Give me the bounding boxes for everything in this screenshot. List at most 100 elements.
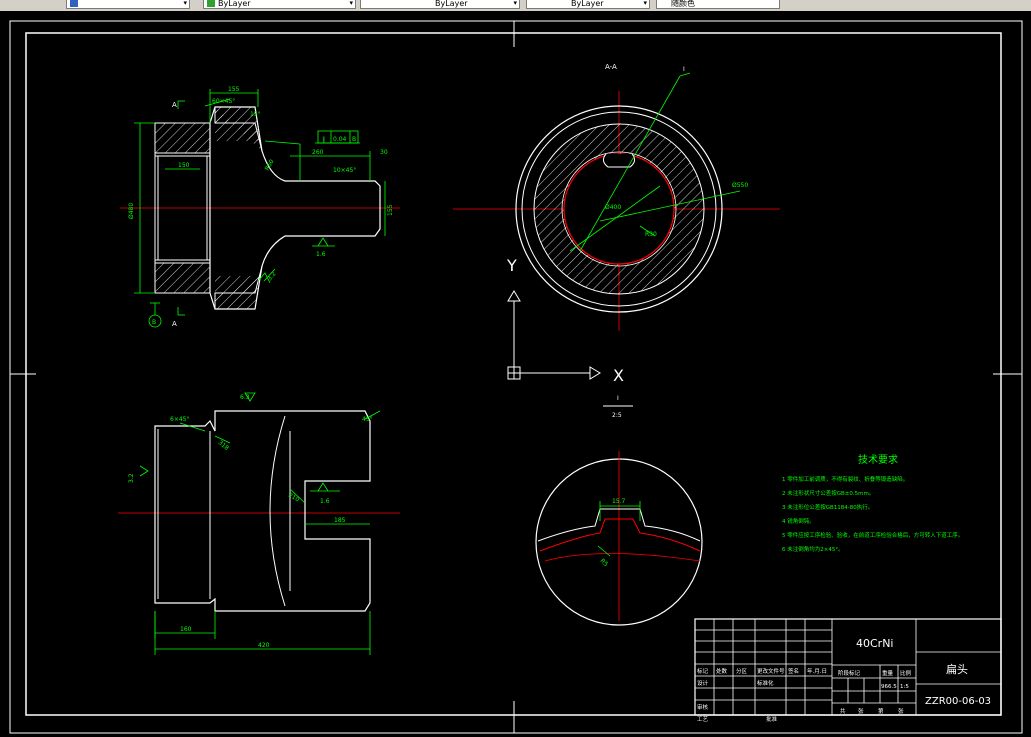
dim-label: 60×45° [212, 98, 235, 105]
ucs-icon [507, 290, 601, 380]
dim-label: Ø480 [128, 203, 135, 219]
section-view-label: A-A [605, 63, 617, 71]
chevron-down-icon: ▾ [643, 0, 647, 7]
dim-label: 260 [312, 149, 324, 156]
tb-label: 比例 [900, 669, 912, 677]
section-view-main: 155 60×45° 15° Ø480 150 260 30 10×45° 15… [120, 86, 400, 328]
linetype-dropdown[interactable]: ByLayer ▾ [203, 0, 356, 9]
linetype-value: ByLayer [218, 0, 251, 8]
dim-label: 30 [380, 149, 388, 156]
tb-label: 签名 [788, 667, 799, 675]
tb-label: 张 [898, 707, 904, 715]
tb-label: 审核 [697, 703, 709, 711]
dim-label: 45° [362, 416, 373, 423]
tb-label: 设计 [697, 679, 709, 687]
dim-label: 6×45° [170, 416, 189, 423]
tb-label: 共 [840, 707, 846, 715]
chevron-down-icon: ▾ [349, 0, 353, 7]
hatch-region [154, 122, 211, 154]
tb-label: 处数 [716, 667, 728, 675]
dim-label: 185 [334, 517, 346, 524]
section-mark: A [172, 101, 177, 109]
tech-req-item: 3 未注形位公差按GB1184-80执行。 [782, 503, 873, 511]
dim-label: Ø400 [605, 204, 621, 211]
title-block [694, 618, 1002, 716]
section-view-aa: A-A I Ø400 Ø550 R30 [453, 63, 780, 385]
detail-callout: I [683, 66, 685, 73]
tb-label: 工艺 [697, 716, 709, 723]
linetype-icon [207, 0, 215, 7]
tech-req-item: 4 锐角倒钝。 [782, 517, 815, 525]
tb-label: 批准 [766, 715, 778, 723]
part-name: 扁头 [946, 663, 968, 676]
roughness-label: 3.2 [266, 270, 278, 282]
ucs-y-label: Y [506, 256, 517, 275]
detail-scale: 2:5 [612, 412, 622, 419]
color-dropdown[interactable]: ▾ [66, 0, 190, 9]
tolerance-symbol: ∥ [322, 136, 325, 143]
dim-label: 10×45° [333, 167, 356, 174]
hatch-region [154, 262, 211, 294]
tb-label: 更改文件号 [757, 667, 785, 675]
lineweight-value: ByLayer [435, 0, 468, 8]
dim-label: 155 [228, 86, 240, 93]
tb-label: 第 [878, 707, 884, 715]
dim-label: 150 [178, 162, 190, 169]
dim-label: 420 [258, 642, 270, 649]
color-by-dropdown[interactable]: 随颜色 [656, 0, 780, 9]
plotstyle-dropdown[interactable]: ByLayer ▾ [526, 0, 650, 9]
material-text: 40CrNi [856, 637, 894, 650]
chevron-down-icon: ▾ [183, 0, 187, 7]
tech-requirements: 技术要求 1 零件加工前调质，不得有裂纹、折叠等锻造缺陷。 2 未注形状尺寸公差… [782, 453, 963, 553]
dim-label: 15° [250, 111, 261, 118]
tb-label: 年.月.日 [807, 667, 827, 675]
dim-label: 15.7 [612, 498, 626, 505]
roughness-label: 1.6 [320, 498, 330, 505]
ucs-x-label: X [613, 366, 624, 385]
detail-scale-label: I 2:5 [603, 395, 633, 419]
tb-label: 张 [858, 707, 864, 715]
detail-view-i: 15.7 R5 [535, 451, 703, 626]
layer-color-icon [70, 0, 78, 7]
lineweight-dropdown[interactable]: ByLayer ▾ [360, 0, 520, 9]
dim-label: Ø550 [732, 182, 748, 189]
sheet-border [9, 20, 1023, 734]
detail-name: I [617, 395, 619, 402]
plotstyle-value: ByLayer [571, 0, 604, 8]
side-view: 6×45° 6.3 45° 318 3.2 210 1.6 185 160 42… [118, 392, 400, 655]
tb-label: 重量 [882, 669, 894, 677]
dim-label: R5 [599, 557, 610, 568]
color-by-value: 随颜色 [671, 0, 695, 8]
dim-label: 318 [217, 439, 230, 452]
tech-req-item: 1 零件加工前调质，不得有裂纹、折叠等锻造缺陷。 [782, 475, 908, 483]
dim-label: 160 [180, 626, 192, 633]
chevron-down-icon: ▾ [513, 0, 517, 7]
drawing-canvas[interactable]: 155 60×45° 15° Ø480 150 260 30 10×45° 15… [0, 11, 1031, 737]
cad-drawing: 155 60×45° 15° Ø480 150 260 30 10×45° 15… [9, 20, 1023, 734]
tolerance-value: 0.04 [333, 136, 347, 143]
tb-label: 标准化 [757, 679, 774, 687]
roughness-label: 3.2 [128, 473, 135, 483]
tolerance-ref: B [352, 136, 356, 143]
tb-label: 分区 [736, 667, 748, 675]
drawing-number: ZZR00-06-03 [925, 696, 991, 707]
tech-req-item: 2 未注形状尺寸公差按GB±0.5mm。 [782, 489, 874, 497]
dim-label: R30 [645, 231, 657, 238]
side-outline [154, 410, 371, 612]
roughness-label: 1.6 [316, 251, 326, 258]
dim-label: 210 [287, 492, 301, 504]
weight-value: 966.5 [881, 684, 897, 690]
tech-req-item: 6 未注倒角均为2×45°。 [782, 545, 844, 553]
roughness-label: 6.3 [240, 394, 250, 401]
datum-label: B [152, 319, 156, 326]
section-mark: A [172, 320, 177, 328]
scale-value: 1:5 [900, 684, 909, 690]
dim-label: 155 [387, 204, 394, 216]
properties-toolbar: ▾ ByLayer ▾ ByLayer ▾ ByLayer ▾ 随颜色 [0, 0, 1031, 12]
tech-req-title: 技术要求 [858, 453, 898, 466]
tech-req-item: 5 零件应按工序检验、验收，在前道工序检验合格后，方可转入下道工序。 [782, 531, 963, 539]
shaft-outline [209, 106, 381, 310]
tb-label: 阶段标记 [838, 669, 861, 677]
tb-label: 标记 [697, 667, 709, 675]
fillet-curve [269, 415, 286, 607]
